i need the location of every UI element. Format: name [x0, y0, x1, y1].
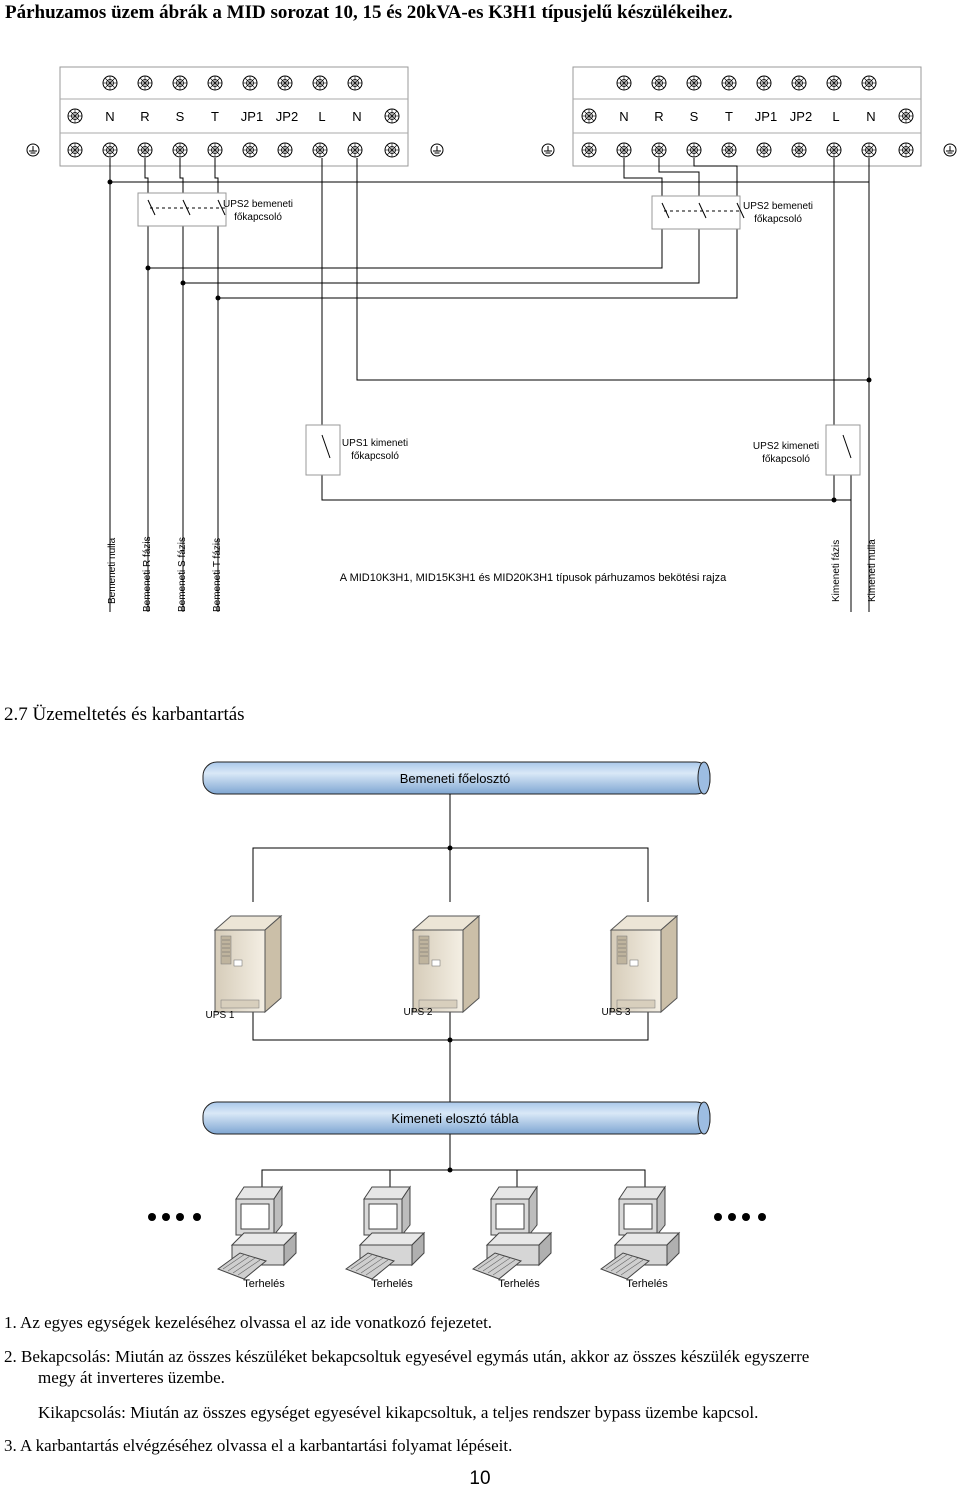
- terminal-label: JP1: [241, 109, 263, 124]
- paragraph-2-line-1: 2. Bekapcsolás: Miután az összes készülé…: [4, 1347, 810, 1366]
- ups-cabinet-icon: [610, 915, 678, 1013]
- wire-label: Kimeneti nulla: [867, 539, 878, 602]
- more-dots-icon: [714, 1213, 766, 1221]
- computer-load-icon: [472, 1186, 552, 1280]
- computer-load-icon: [217, 1186, 297, 1280]
- terminal-label: R: [654, 109, 663, 124]
- output-bus: Kimeneti elosztó tábla: [202, 1101, 711, 1135]
- paragraph-3: Kikapcsolás: Miután az összes egységet e…: [38, 1403, 759, 1422]
- output-bus-label: Kimeneti elosztó tábla: [391, 1111, 519, 1126]
- load-label: Terhelés: [498, 1278, 540, 1290]
- terminal-label: T: [725, 109, 733, 124]
- parallel-wiring-diagram: N R S T JP1 JP2 L N N R S T JP1 JP2 L N: [26, 66, 957, 612]
- terminal-label: N: [866, 109, 875, 124]
- switch-label: főkapcsoló: [351, 451, 399, 462]
- switch-ups1-output: UPS1 kimeneti főkapcsoló: [305, 424, 408, 476]
- wire-label: Bemeneti nulla: [107, 537, 118, 604]
- input-bus: Bemeneti főelosztó: [202, 761, 711, 795]
- ground-icon: [541, 143, 555, 157]
- terminal-label: N: [619, 109, 628, 124]
- page-title: Párhuzamos üzem ábrák a MID sorozat 10, …: [5, 2, 733, 23]
- switch-label: UPS2 kimeneti: [753, 441, 819, 452]
- switch-label: főkapcsoló: [762, 454, 810, 465]
- switch-label: főkapcsoló: [234, 212, 282, 223]
- terminal-label: S: [176, 109, 185, 124]
- terminal-block-2: N R S T JP1 JP2 L N: [572, 66, 922, 167]
- paragraph-1: 1. Az egyes egységek kezeléséhez olvassa…: [4, 1313, 493, 1332]
- ups-topology-diagram: Bemeneti főelosztó UPS 1 UPS 2 UPS 3 Kim…: [148, 761, 766, 1290]
- wire-label: Bemeneti T fázis: [212, 538, 223, 612]
- wire-label: Bemeneti R fázis: [142, 536, 153, 612]
- wire-label: Kimeneti fázis: [831, 540, 842, 602]
- terminal-label: N: [105, 109, 114, 124]
- terminal-label: N: [352, 109, 361, 124]
- ups-label: UPS 2: [404, 1007, 433, 1018]
- section-heading: 2.7 Üzemeltetés és karbantartás: [4, 704, 245, 725]
- wire-label: Bemeneti S fázis: [177, 537, 188, 612]
- ups-label: UPS 1: [206, 1010, 235, 1021]
- computer-load-icon: [600, 1186, 680, 1280]
- terminal-label: JP2: [790, 109, 812, 124]
- terminal-label: L: [318, 109, 325, 124]
- page-number: 10: [469, 1468, 491, 1489]
- terminal-label: T: [211, 109, 219, 124]
- ground-icon: [26, 143, 40, 157]
- terminal-label: JP1: [755, 109, 777, 124]
- wires: [109, 158, 870, 612]
- switch-ups2-output: UPS2 kimeneti főkapcsoló: [753, 424, 861, 476]
- load-label: Terhelés: [243, 1278, 285, 1290]
- diagram-caption: A MID10K3H1, MID15K3H1 és MID20K3H1 típu…: [340, 572, 727, 584]
- terminal-label: JP2: [276, 109, 298, 124]
- load-label: Terhelés: [371, 1278, 413, 1290]
- load-label: Terhelés: [626, 1278, 668, 1290]
- terminal-label: R: [140, 109, 149, 124]
- paragraph-2-line-2: megy át inverteres üzembe.: [38, 1368, 225, 1387]
- ups-label: UPS 3: [602, 1007, 631, 1018]
- input-bus-label: Bemeneti főelosztó: [400, 771, 511, 786]
- more-dots-icon: [148, 1213, 201, 1221]
- terminal-block-1: N R S T JP1 JP2 L N: [59, 66, 409, 167]
- terminal-label: S: [690, 109, 699, 124]
- ups-cabinet-icon: [412, 915, 480, 1013]
- paragraph-4: 3. A karbantartás elvégzéséhez olvassa e…: [4, 1436, 513, 1455]
- terminal-label: L: [832, 109, 839, 124]
- switch-label: UPS2 bemeneti: [223, 199, 293, 210]
- ups-cabinet-icon: [214, 915, 282, 1013]
- switch-ups2-input-left: UPS2 bemeneti főkapcsoló: [137, 192, 293, 227]
- switch-label: UPS2 bemeneti: [743, 201, 813, 212]
- switch-ups2-input-right: UPS2 bemeneti főkapcsoló: [651, 195, 813, 230]
- ground-icon: [430, 143, 444, 157]
- switch-label: UPS1 kimeneti: [342, 438, 408, 449]
- computer-load-icon: [345, 1186, 425, 1280]
- switch-label: főkapcsoló: [754, 214, 802, 225]
- ground-icon: [943, 143, 957, 157]
